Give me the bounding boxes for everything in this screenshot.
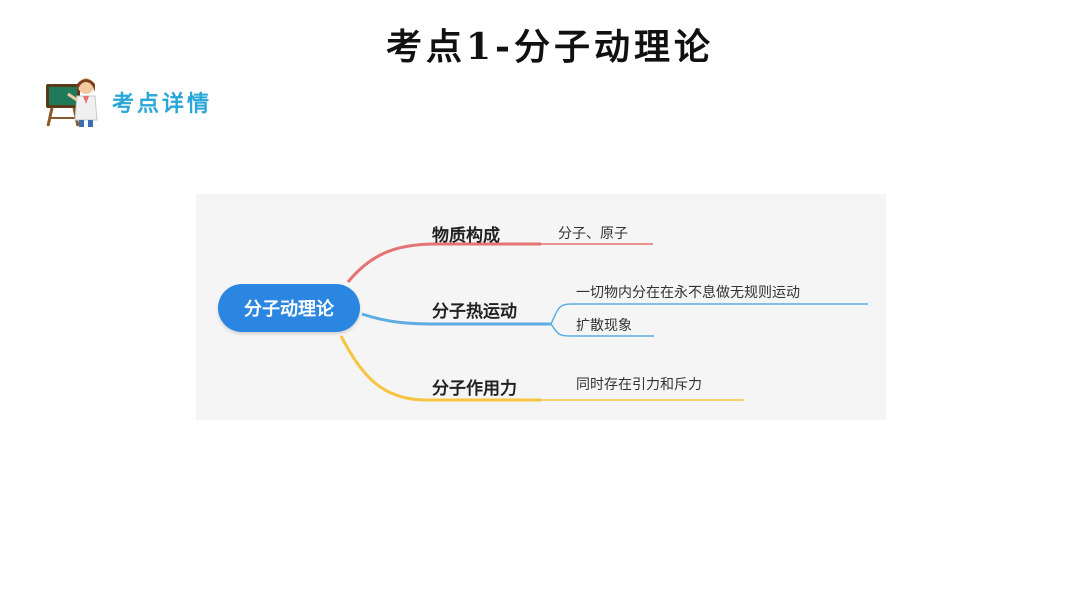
branch-label-molecular-force: 分子作用力: [432, 379, 517, 399]
leaf-label-random-motion: 一切物内分在在永不息做无规则运动: [576, 285, 800, 301]
connector-branch-3: [339, 335, 541, 402]
teacher-blackboard-icon: [46, 78, 98, 127]
slide-title: 考点1-分子动理论: [386, 26, 714, 68]
leaf-label-molecules-atoms: 分子、原子: [558, 226, 628, 242]
mindmap-panel: 分子动理论 物质构成 分子热运动 分子作用力 分子、原子 一切物内分在在永不息做…: [196, 194, 886, 420]
leaf-label-attraction-repulsion: 同时存在引力和斥力: [576, 377, 702, 393]
connector-leaf-2-2: [550, 323, 654, 337]
leaf-label-diffusion: 扩散现象: [576, 318, 632, 334]
section-label: 考点详情: [112, 91, 213, 117]
connector-branch-2: [361, 312, 551, 326]
connector-branch-1: [346, 242, 541, 283]
connector-leaf-2-1: [550, 303, 868, 325]
branch-label-thermal-motion: 分子热运动: [432, 302, 517, 322]
mindmap-connectors: [339, 242, 868, 402]
branch-label-matter-composition: 物质构成: [432, 226, 500, 246]
mindmap-root-node: 分子动理论: [218, 284, 360, 332]
